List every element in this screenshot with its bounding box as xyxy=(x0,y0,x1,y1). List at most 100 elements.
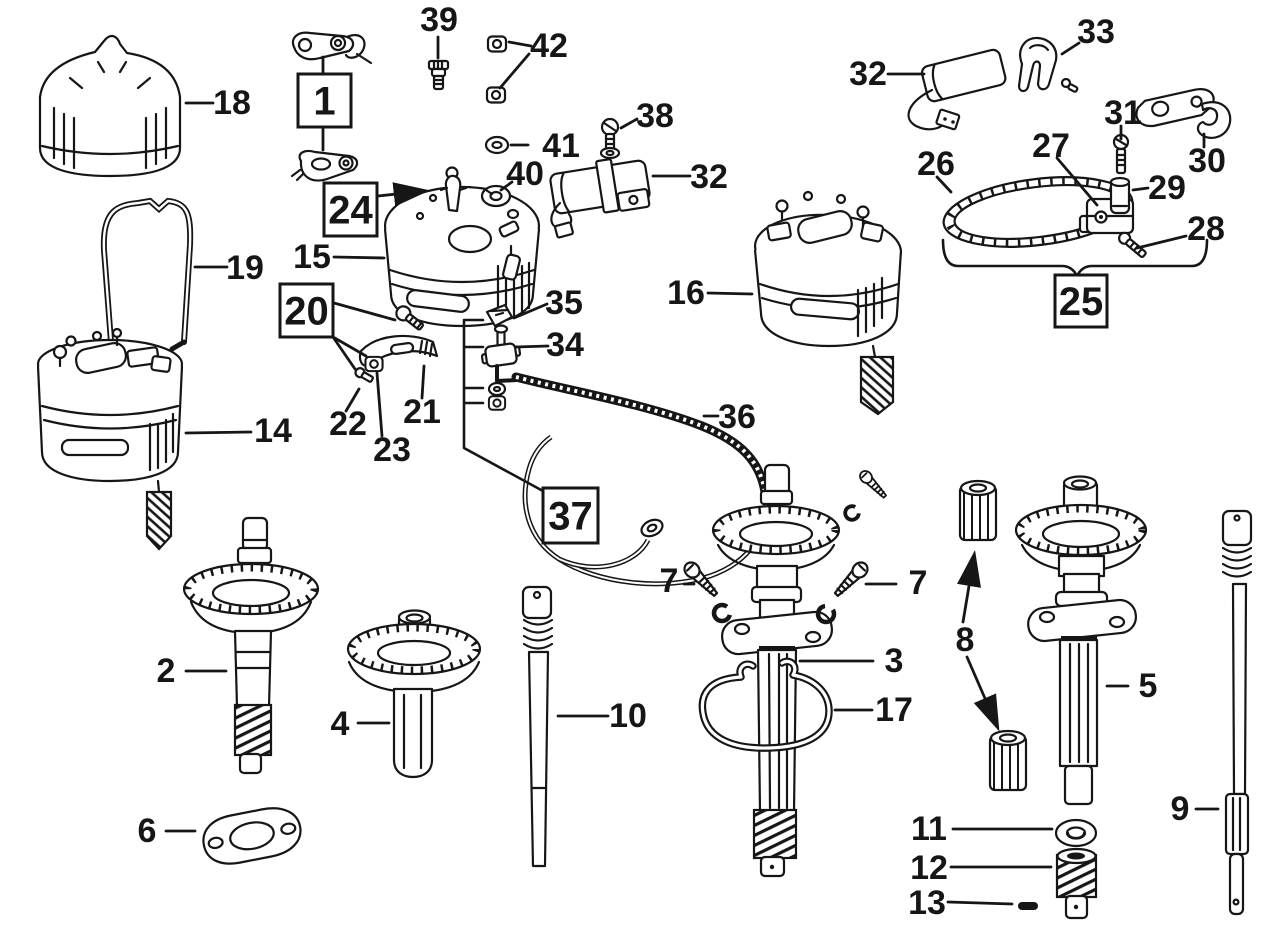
part-label-33: 33 xyxy=(1077,13,1115,51)
part-36-ignition-lead xyxy=(511,372,770,587)
leader-to-33 xyxy=(1060,41,1081,56)
part-20-pivot-screw xyxy=(395,305,424,331)
group-label-25: 25 xyxy=(1059,280,1104,324)
part-12-drive-gear xyxy=(1055,847,1098,920)
part-30-yoke xyxy=(1135,88,1232,139)
group-label-box-20 xyxy=(278,282,335,339)
part-label-10: 10 xyxy=(609,697,647,735)
part-35-terminal-clip xyxy=(485,303,514,328)
leader-box20-b xyxy=(331,335,357,371)
part-15-distributor-body xyxy=(383,166,541,328)
part-label-14: 14 xyxy=(254,412,292,450)
part-label-4: 4 xyxy=(331,705,350,743)
part-label-32-left: 32 xyxy=(690,158,728,196)
part-16-distributor-assembly xyxy=(753,190,903,416)
leader-to-15 xyxy=(332,255,386,260)
part-5-shaft-housing xyxy=(1014,475,1148,806)
part-31-screw xyxy=(1112,133,1130,175)
leader-to-26 xyxy=(935,175,953,194)
part-41-washer xyxy=(484,135,510,155)
part-17-retaining-clip xyxy=(698,657,833,752)
part-label-30: 30 xyxy=(1188,142,1226,180)
leader-to-29 xyxy=(1131,186,1150,192)
artwork xyxy=(36,31,1253,920)
part-label-29: 29 xyxy=(1148,169,1186,207)
part-14-distributor-assembly xyxy=(36,327,184,551)
part-39-thumb-screw xyxy=(427,59,450,91)
part-38-screw xyxy=(599,117,621,160)
part-4-drive-collar xyxy=(346,609,482,779)
part-label-28: 28 xyxy=(1187,210,1225,248)
part-label-7-left: 7 xyxy=(660,562,679,600)
leader-to-38 xyxy=(619,117,639,130)
part-label-7-right: 7 xyxy=(909,564,928,602)
leader-to-8-down xyxy=(965,655,1000,732)
group-label-1: 1 xyxy=(313,80,335,124)
part-2-drive-shaft xyxy=(182,516,320,775)
leader-box20-c xyxy=(331,335,368,358)
leader-to-22 xyxy=(344,387,361,413)
part-label-36: 36 xyxy=(718,398,756,436)
leader-to-21 xyxy=(420,364,426,400)
leader-to-34 xyxy=(514,344,550,349)
part-label-15: 15 xyxy=(293,238,331,276)
leader-to-27 xyxy=(1055,156,1099,207)
part-1-rotor-arm xyxy=(291,31,373,65)
group-label-box-24 xyxy=(322,181,379,238)
group-label-box-1 xyxy=(296,72,353,129)
part-label-26: 26 xyxy=(917,145,955,183)
part-29-pin xyxy=(1109,176,1131,215)
leader-to-8-up xyxy=(957,550,981,624)
part-18-distributor-cap xyxy=(38,34,182,178)
leader-to-42a xyxy=(507,40,533,48)
leader-to-40 xyxy=(499,180,514,192)
part-3-distributor-shaft xyxy=(711,463,841,878)
group-label-37: 37 xyxy=(548,495,593,539)
part-label-6: 6 xyxy=(138,812,157,850)
part-34-terminal-screw xyxy=(480,324,522,411)
leader-to-13 xyxy=(946,900,1014,906)
part-label-12: 12 xyxy=(910,849,948,887)
part-32-condenser-right xyxy=(907,48,1007,131)
part-label-8: 8 xyxy=(956,621,975,659)
part-label-34: 34 xyxy=(546,326,584,364)
part-label-2: 2 xyxy=(157,652,176,690)
leader-to-23 xyxy=(375,371,384,438)
part-32-condenser-left xyxy=(549,158,651,239)
leader-box20-a xyxy=(332,301,397,322)
part-label-19: 19 xyxy=(226,249,264,287)
leader-to-28 xyxy=(1135,234,1188,250)
part-23-nut xyxy=(364,355,384,373)
group-label-24: 24 xyxy=(328,189,373,233)
part-40-washer xyxy=(480,184,512,208)
part-label-31: 31 xyxy=(1104,94,1142,132)
part-label-39: 39 xyxy=(420,1,458,39)
part-label-13: 13 xyxy=(908,884,946,922)
group-label-box-25 xyxy=(1053,273,1109,329)
part-label-22: 22 xyxy=(329,405,367,443)
part-label-9: 9 xyxy=(1171,790,1190,828)
part-22-screw xyxy=(354,367,374,383)
part-13-pin xyxy=(1018,902,1038,910)
part-label-40: 40 xyxy=(506,155,544,193)
part-label-32-right: 32 xyxy=(849,55,887,93)
part-6-gasket xyxy=(202,807,302,865)
part-label-27: 27 xyxy=(1032,127,1070,165)
leader-lines xyxy=(164,35,1220,906)
part-33-terminal-clip xyxy=(1017,36,1079,93)
part-label-11: 11 xyxy=(911,810,947,848)
part-label-17: 17 xyxy=(875,691,913,729)
part-label-42: 42 xyxy=(530,27,568,65)
part-label-5: 5 xyxy=(1139,667,1158,705)
leader-to-24 xyxy=(376,182,431,207)
group-label-20: 20 xyxy=(284,290,329,334)
part-1-contact-plate xyxy=(290,149,359,182)
leader-to-42b xyxy=(498,52,531,90)
part-label-41: 41 xyxy=(542,127,580,165)
leader-to-16 xyxy=(706,291,754,296)
leader-to-35 xyxy=(512,302,549,320)
part-label-21: 21 xyxy=(403,393,441,431)
leader-to-14 xyxy=(184,430,253,435)
